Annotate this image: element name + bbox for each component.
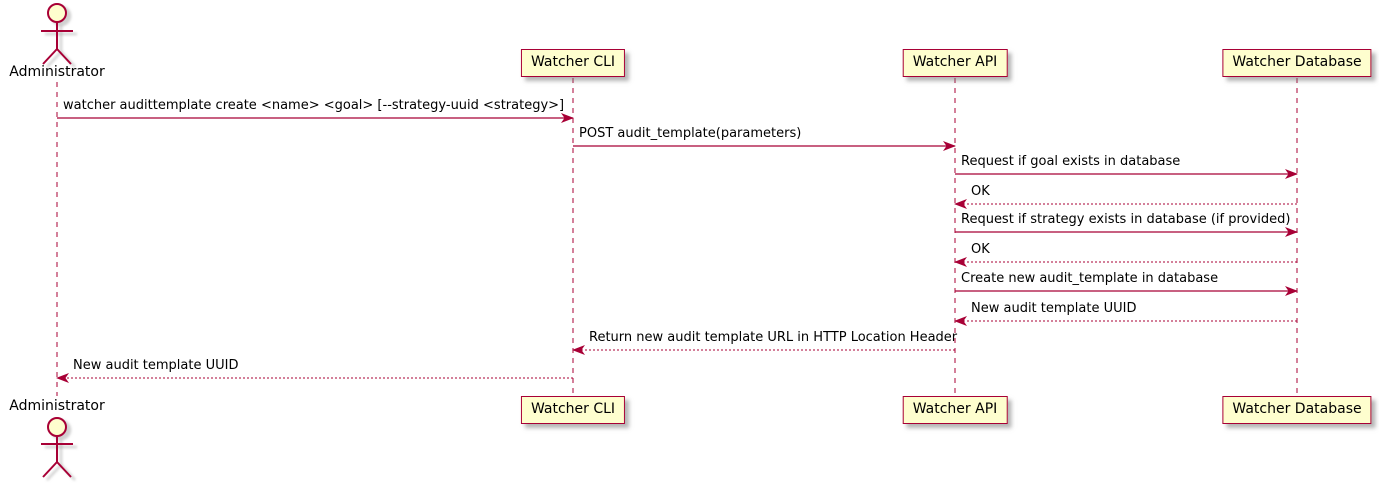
message-label-8: Return new audit template URL in HTTP Lo… xyxy=(589,330,958,345)
message-label-5: OK xyxy=(971,242,990,257)
message-label-2: Request if goal exists in database xyxy=(961,154,1181,169)
message-label-3: OK xyxy=(971,184,990,199)
participant-box-bottom-watcher-api: Watcher API xyxy=(902,396,1008,424)
message-label-1: POST audit_template(parameters) xyxy=(579,126,802,141)
participant-box-bottom-watcher-database: Watcher Database xyxy=(1222,396,1372,424)
message-label-4: Request if strategy exists in database (… xyxy=(961,212,1291,227)
message-label-9: New audit template UUID xyxy=(73,358,239,373)
actor-figure xyxy=(41,3,77,68)
message-label-6: Create new audit_template in database xyxy=(961,271,1219,286)
participant-box-bottom-watcher-cli: Watcher CLI xyxy=(520,396,626,424)
participant-box-top-watcher-cli: Watcher CLI xyxy=(520,49,626,77)
actor-figure xyxy=(41,417,77,481)
participant-box-top-watcher-api: Watcher API xyxy=(902,49,1008,77)
actor-label-top: Administrator xyxy=(9,64,105,80)
message-label-7: New audit template UUID xyxy=(971,301,1137,316)
message-label-0: watcher audittemplate create <name> <goa… xyxy=(63,98,565,113)
actor-label-bottom: Administrator xyxy=(9,398,105,414)
participant-box-top-watcher-database: Watcher Database xyxy=(1222,49,1372,77)
